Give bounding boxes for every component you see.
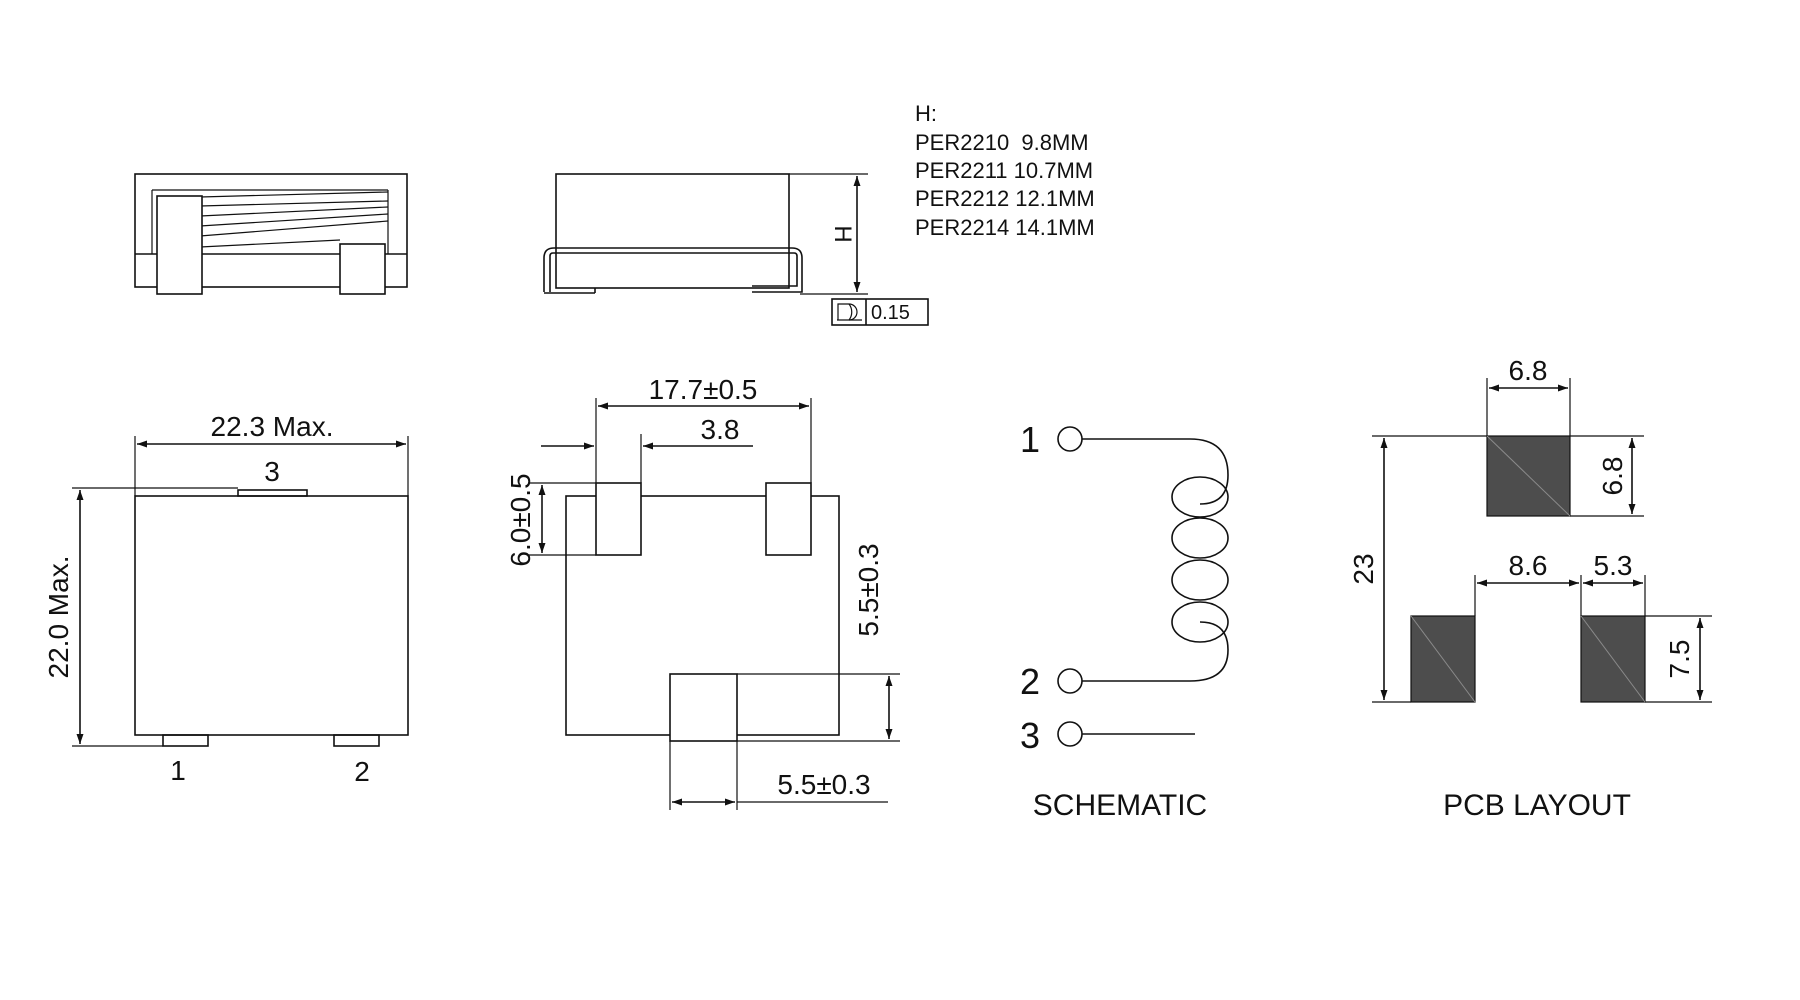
coil-windings xyxy=(199,191,389,248)
terminal-left xyxy=(156,195,203,295)
front-pin-right: 2 xyxy=(354,756,370,787)
pcb-top-width-label: 6.8 xyxy=(1509,355,1548,386)
height-table-row: PER2214 14.1MM xyxy=(915,215,1095,240)
bottom-pad-height-label: 6.0±0.5 xyxy=(505,473,536,566)
schematic-pin2: 2 xyxy=(1020,661,1040,702)
terminal-right xyxy=(339,243,386,295)
pcb-layout-title: PCB LAYOUT xyxy=(1443,789,1631,822)
front-width-label: 22.3 Max. xyxy=(211,411,334,442)
top-view xyxy=(134,173,408,295)
front-pin-left: 1 xyxy=(170,755,186,786)
front-view: 22.3 Max. 22.0 Max. 3 1 2 xyxy=(43,411,409,787)
pcb-total-height-label: 23 xyxy=(1348,553,1379,584)
height-table-header: H: xyxy=(915,101,937,126)
pin1-terminal xyxy=(1057,426,1083,452)
coplanarity-value: 0.15 xyxy=(871,302,910,324)
height-table-row: PER2211 10.7MM xyxy=(915,158,1093,183)
height-dim-label: H xyxy=(829,225,856,242)
bottom-bottom-dim-label: 5.5±0.3 xyxy=(777,769,870,800)
front-height-label: 22.0 Max. xyxy=(43,556,74,679)
coplanarity-callout: 0.15 xyxy=(831,298,929,326)
pcb-top-height-label: 6.8 xyxy=(1597,457,1628,496)
bottom-span-label: 17.7±0.5 xyxy=(649,374,758,405)
height-table: H: PER2210 9.8MM PER2211 10.7MM PER2212 … xyxy=(915,101,1095,240)
pcb-bottom-height-label: 7.5 xyxy=(1664,640,1695,679)
front-pin-top: 3 xyxy=(264,456,280,487)
schematic-title: SCHEMATIC xyxy=(1033,789,1207,822)
height-table-row: PER2212 12.1MM xyxy=(915,186,1095,211)
height-table-row: PER2210 9.8MM xyxy=(915,130,1089,155)
bottom-right-dim-label: 5.5±0.3 xyxy=(853,543,884,636)
pin3-terminal xyxy=(1057,721,1083,747)
side-view: H 0.15 xyxy=(543,173,929,326)
bottom-gap-label: 3.8 xyxy=(701,414,740,445)
schematic-pin3: 3 xyxy=(1020,715,1040,756)
pcb-layout: 6.8 6.8 23 8.6 5.3 7.5 PCB LAYOUT xyxy=(1348,355,1712,822)
bottom-view: 17.7±0.5 3.8 6.0±0.5 5.5±0.3 5.5±0.3 xyxy=(505,374,900,810)
pin2-terminal xyxy=(1057,668,1083,694)
pcb-gap-label: 8.6 xyxy=(1509,550,1548,581)
schematic-pin1: 1 xyxy=(1020,419,1040,460)
flatness-icon xyxy=(837,303,862,321)
pcb-right-width-label: 5.3 xyxy=(1594,550,1633,581)
coil-icon xyxy=(1171,438,1229,682)
schematic: 1 2 3 SCHEMATIC xyxy=(1020,419,1229,822)
